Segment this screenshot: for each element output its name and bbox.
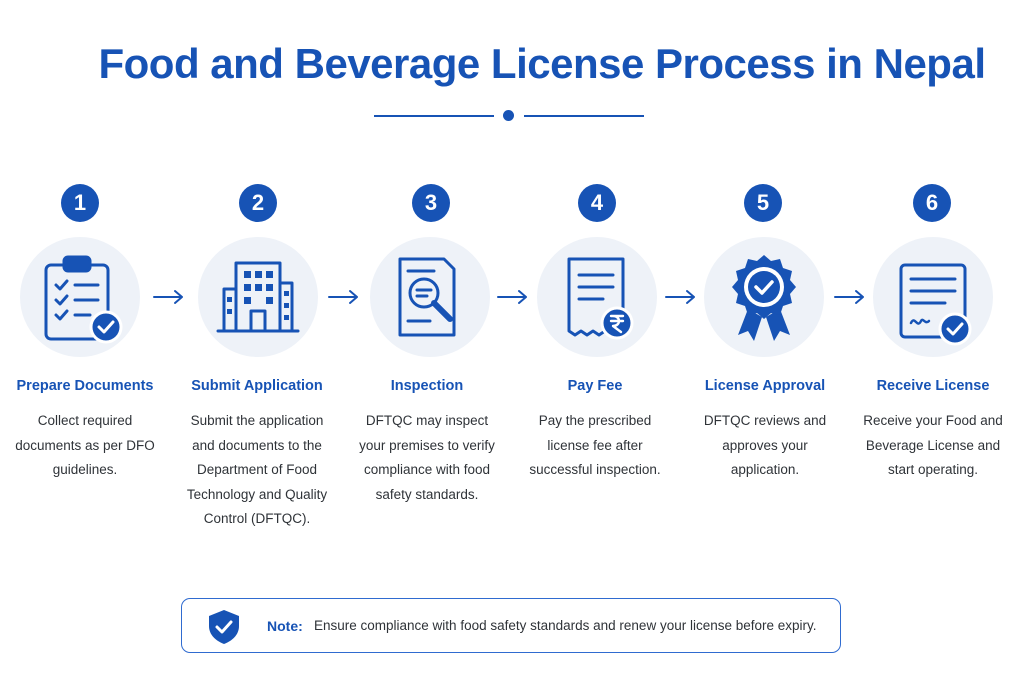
certificate-check-icon	[873, 237, 993, 357]
step-description: Collect required documents as per DFO gu…	[15, 413, 155, 477]
step-number-badge: 1	[61, 184, 99, 222]
step-title: Prepare Documents	[16, 378, 154, 394]
step-description: Receive your Food and Beverage License a…	[863, 413, 1003, 477]
step-title: Submit Application	[191, 378, 323, 394]
receipt-rupee-icon	[537, 237, 657, 357]
step-number-badge: 3	[412, 184, 450, 222]
arrow-right-icon	[153, 290, 183, 304]
step-title: License Approval	[704, 378, 826, 394]
note-box: Note: Ensure compliance with food safety…	[181, 598, 841, 653]
arrow-right-icon	[328, 290, 358, 304]
step-description: DFTQC may inspect your premises to verif…	[359, 413, 495, 502]
arrow-right-icon	[665, 290, 695, 304]
clipboard-check-icon	[20, 237, 140, 357]
arrow-right-icon	[497, 290, 527, 304]
note-text: Ensure compliance with food safety stand…	[314, 618, 817, 633]
page-title: Food and Beverage License Process in Nep…	[98, 40, 986, 87]
step-number-badge: 4	[578, 184, 616, 222]
shield-check-icon	[209, 610, 239, 644]
note-label: Note:	[267, 618, 303, 634]
step-description: DFTQC reviews and approves your applicat…	[703, 413, 827, 477]
step-number-badge: 6	[913, 184, 951, 222]
step-description: Submit the application and documents to …	[186, 413, 328, 526]
step-title: Inspection	[390, 378, 464, 394]
step-number-badge: 2	[239, 184, 277, 222]
title-divider	[374, 109, 644, 123]
document-search-icon	[370, 237, 490, 357]
step-description: Pay the prescribed license fee after suc…	[529, 413, 661, 477]
building-icon	[198, 237, 318, 357]
step-title: Receive License	[876, 378, 990, 394]
step-number-badge: 5	[744, 184, 782, 222]
approval-badge-icon	[704, 237, 824, 357]
step-title: Pay Fee	[567, 378, 623, 394]
arrow-right-icon	[834, 290, 864, 304]
